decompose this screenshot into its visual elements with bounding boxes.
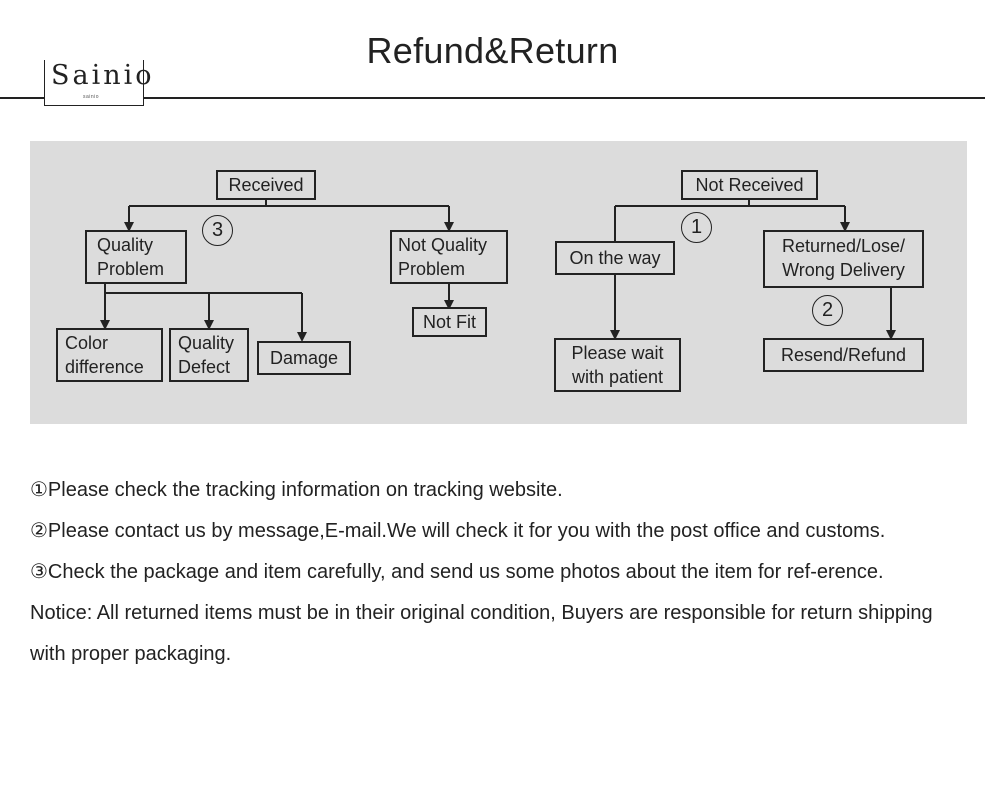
node-quality-problem: Quality Problem (85, 230, 187, 284)
note-contact: ②Please contact us by message,E-mail.We … (30, 520, 886, 542)
node-resend-refund: Resend/Refund (763, 338, 924, 372)
step-marker-2: 2 (812, 295, 843, 326)
header-divider (0, 97, 985, 99)
logo-wordmark: Sainio (51, 60, 155, 91)
note-tracking: ①Please check the tracking information o… (30, 479, 563, 501)
notes-section: ①Please check the tracking information o… (30, 470, 960, 675)
flowchart-connectors (100, 199, 896, 342)
connector-received-split (129, 199, 449, 207)
connector-quality-split (104, 283, 302, 294)
node-not-fit: Not Fit (412, 307, 487, 337)
refund-return-flowchart: Received 3 Quality Problem Not Quality P… (30, 141, 967, 424)
node-received: Received (216, 170, 316, 200)
node-not-received: Not Received (681, 170, 818, 200)
step-marker-3: 3 (202, 215, 233, 246)
notice-return-condition: Notice: All returned items must be in th… (30, 602, 933, 665)
node-on-the-way: On the way (555, 241, 675, 275)
node-not-quality-problem: Not Quality Problem (390, 230, 508, 284)
node-color-difference: Color difference (56, 328, 163, 382)
note-check-package: ③Check the package and item carefully, a… (30, 561, 884, 583)
logo-subtext: sainio (83, 94, 100, 100)
brand-logo: Sainio sainio (44, 60, 152, 106)
connector-not-received-split (614, 199, 845, 241)
step-marker-1: 1 (681, 212, 712, 243)
node-returned-lose-wrong-delivery: Returned/Lose/ Wrong Delivery (763, 230, 924, 288)
node-quality-defect: Quality Defect (169, 328, 249, 382)
node-please-wait: Please wait with patient (554, 338, 681, 392)
node-damage: Damage (257, 341, 351, 375)
page-title: Refund&Return (366, 30, 619, 71)
